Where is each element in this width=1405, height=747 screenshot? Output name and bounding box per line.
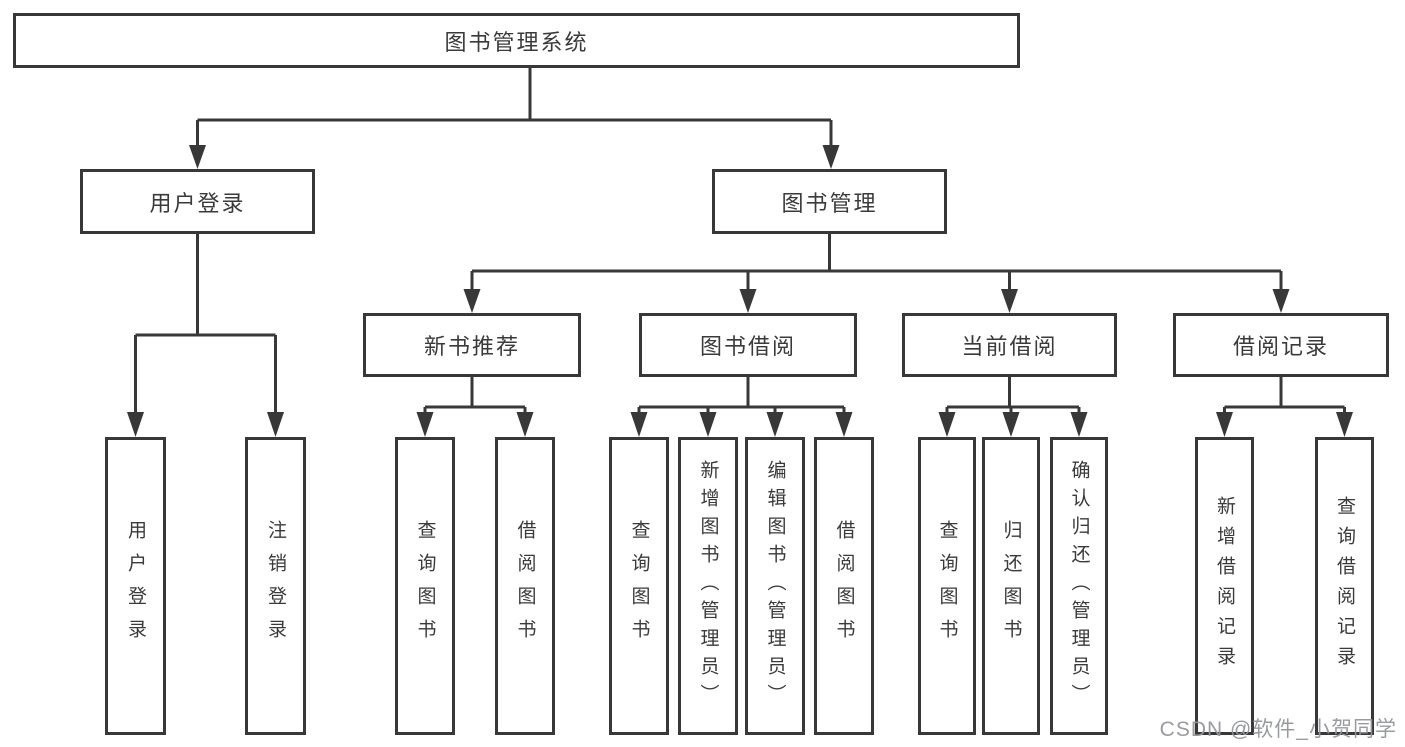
leaf-borrow-query: 查询图书 bbox=[609, 437, 669, 735]
leaf-confirm-return-admin: 确认归还（管理员） bbox=[1050, 437, 1108, 735]
node-borrow-record-label: 借阅记录 bbox=[1232, 334, 1329, 359]
node-new-book-recommend: 新书推荐 bbox=[363, 313, 581, 377]
leaf-return-book: 归还图书 bbox=[982, 437, 1040, 735]
node-borrow-record: 借阅记录 bbox=[1173, 313, 1389, 377]
leaf-logout-label: 注销登录 bbox=[265, 520, 286, 652]
node-new-book-recommend-label: 新书推荐 bbox=[423, 334, 520, 359]
node-book-management-label: 图书管理 bbox=[781, 190, 878, 216]
node-user-login-label: 用户登录 bbox=[149, 190, 246, 216]
leaf-borrow-book: 借阅图书 bbox=[814, 437, 874, 735]
leaf-borrow-book-label: 借阅图书 bbox=[833, 520, 855, 652]
leaf-add-book-admin-label: 新增图书（管理员） bbox=[697, 460, 719, 712]
leaf-add-borrow-record: 新增借阅记录 bbox=[1195, 437, 1254, 735]
leaf-borrow-query-label: 查询图书 bbox=[628, 520, 650, 652]
node-book-borrow: 图书借阅 bbox=[639, 313, 857, 377]
leaf-newbook-borrow-label: 借阅图书 bbox=[514, 520, 536, 652]
node-book-borrow-label: 图书借阅 bbox=[699, 334, 796, 359]
leaf-query-borrow-record: 查询借阅记录 bbox=[1315, 437, 1374, 735]
leaf-confirm-return-admin-label: 确认归还（管理员） bbox=[1068, 460, 1090, 712]
node-current-borrow-label: 当前借阅 bbox=[961, 334, 1058, 359]
leaf-current-query-label: 查询图书 bbox=[936, 520, 958, 652]
leaf-newbook-query: 查询图书 bbox=[395, 437, 455, 735]
leaf-current-query: 查询图书 bbox=[918, 437, 976, 735]
leaf-edit-book-admin-label: 编辑图书（管理员） bbox=[764, 460, 786, 712]
leaf-add-book-admin: 新增图书（管理员） bbox=[678, 437, 738, 735]
leaf-query-borrow-record-label: 查询借阅记录 bbox=[1334, 496, 1355, 676]
node-root: 图书管理系统 bbox=[13, 13, 1020, 68]
leaf-newbook-borrow: 借阅图书 bbox=[495, 437, 555, 735]
node-root-label: 图书管理系统 bbox=[444, 29, 589, 55]
leaf-user-login: 用户登录 bbox=[105, 437, 166, 735]
leaf-add-borrow-record-label: 新增借阅记录 bbox=[1214, 496, 1235, 676]
node-book-management: 图书管理 bbox=[712, 169, 947, 234]
watermark: CSDN @软件_小贺同学 bbox=[1159, 718, 1397, 741]
leaf-logout: 注销登录 bbox=[245, 437, 306, 735]
node-current-borrow: 当前借阅 bbox=[902, 313, 1117, 377]
leaf-newbook-query-label: 查询图书 bbox=[414, 520, 436, 652]
leaf-user-login-label: 用户登录 bbox=[125, 520, 146, 652]
leaf-return-book-label: 归还图书 bbox=[1000, 520, 1022, 652]
node-user-login: 用户登录 bbox=[80, 169, 315, 234]
leaf-edit-book-admin: 编辑图书（管理员） bbox=[745, 437, 805, 735]
